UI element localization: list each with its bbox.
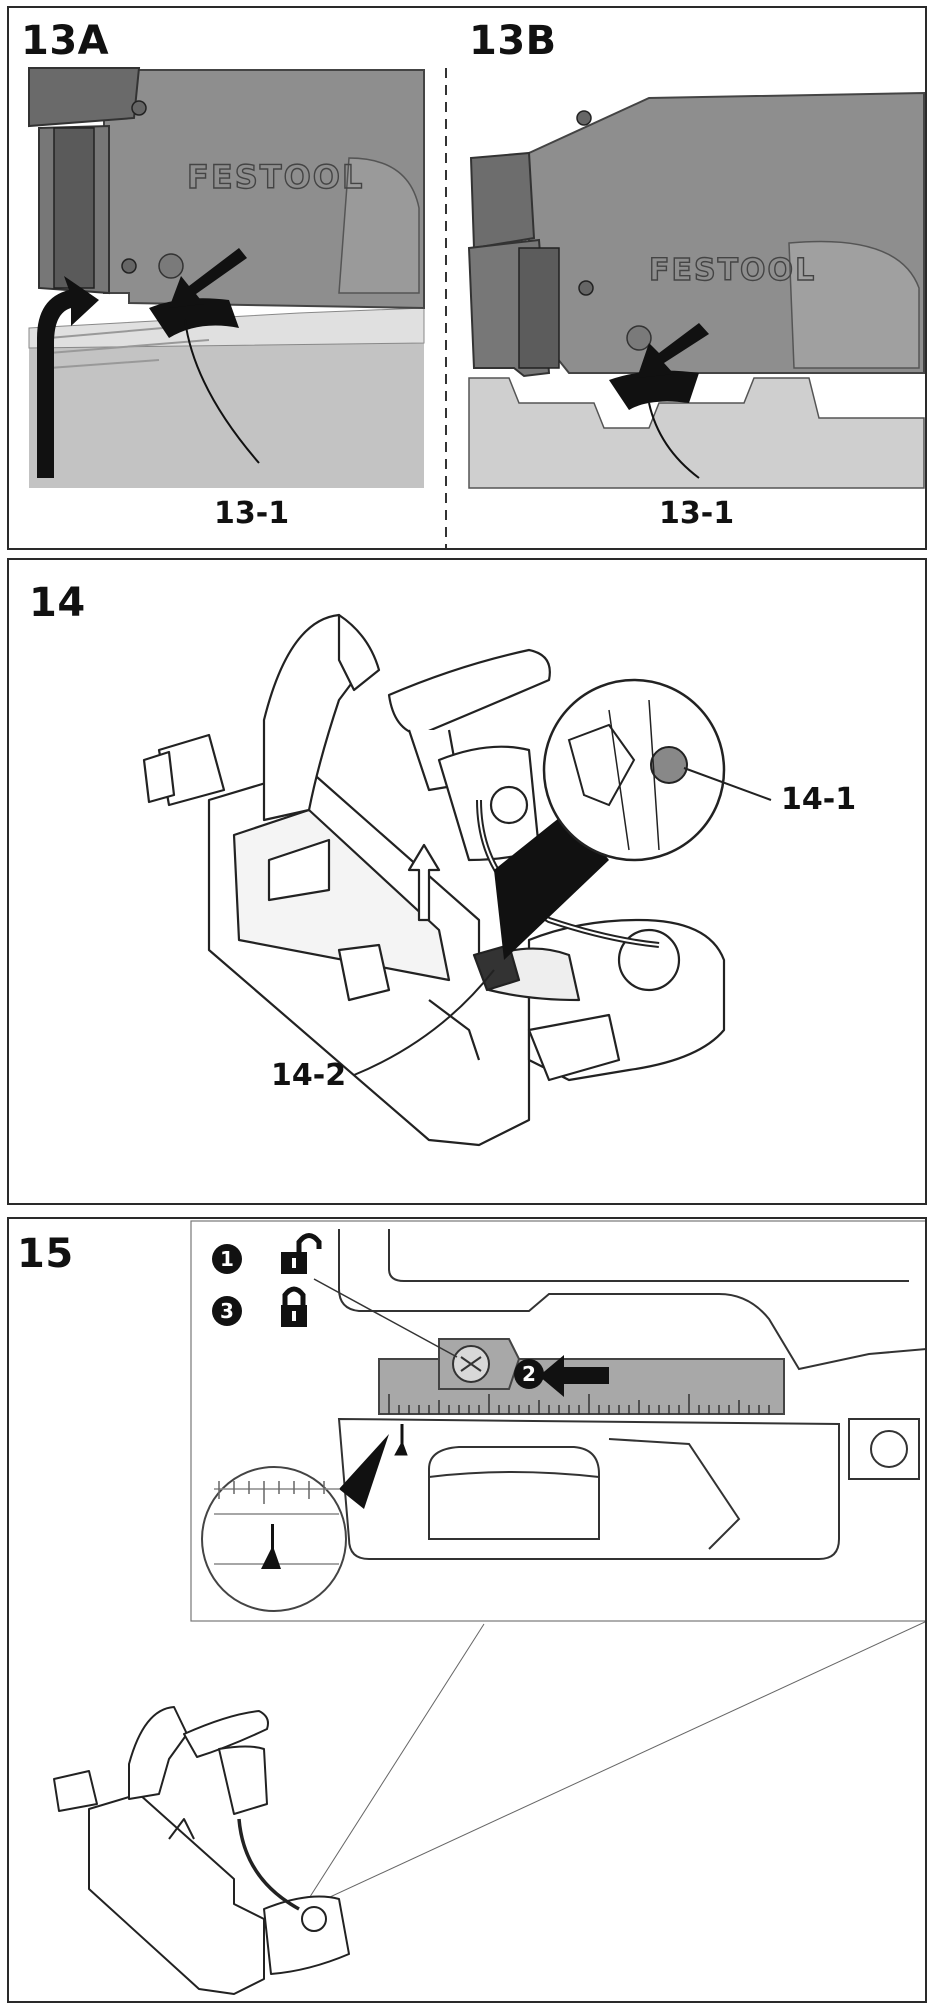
- figure-14-illustration: [142, 613, 772, 1147]
- saw-housing-13a: FESTOOL: [28, 67, 425, 488]
- callout-13-1-b: 13-1: [659, 496, 735, 531]
- step-number-1: 1: [220, 1247, 234, 1271]
- step-number-2: 2: [522, 1362, 536, 1386]
- depth-scale-detail: [337, 1229, 925, 1560]
- small-saw-drawing: [53, 1706, 350, 1995]
- brand-logo-13a: FESTOOL: [187, 158, 364, 196]
- figure-label-14: 14: [29, 580, 86, 626]
- callout-14-2: 14-2: [271, 1058, 347, 1093]
- brand-logo-13b: FESTOOL: [649, 253, 816, 288]
- arrow-icon: [37, 276, 99, 478]
- plunge-saw-drawing: [142, 613, 726, 1147]
- arrow-icon: [169, 248, 247, 308]
- magnifier-detail-14: [494, 678, 726, 960]
- step-number-3: 3: [220, 1299, 234, 1323]
- figure-15-panel: 1 3 2 15: [7, 1217, 927, 2003]
- step-marker-1: [212, 1244, 242, 1274]
- figure-label-13b: 13B: [469, 18, 557, 64]
- figure-13-panel: FESTOOL FESTOOL 13A 13B: [7, 6, 927, 550]
- callout-13-1-a: 13-1: [214, 496, 290, 531]
- step-marker-3: [212, 1296, 242, 1326]
- scale-ticks: [388, 1394, 770, 1414]
- step-marker-2: [514, 1359, 544, 1389]
- lock-icon: [281, 1286, 307, 1327]
- arrow-icon: [637, 323, 709, 378]
- figure-14-panel: 14 14-1 14-2: [7, 558, 927, 1205]
- figure-label-15: 15: [17, 1231, 74, 1277]
- figure-13-illustration: FESTOOL FESTOOL: [28, 67, 925, 548]
- saw-housing-13b: FESTOOL: [467, 91, 925, 489]
- figure-15-illustration: 1 3 2: [53, 1220, 925, 1995]
- arrow-icon: [539, 1355, 609, 1397]
- unlock-icon: [281, 1233, 322, 1274]
- callout-14-1: 14-1: [781, 782, 857, 817]
- figure-label-13a: 13A: [21, 18, 110, 64]
